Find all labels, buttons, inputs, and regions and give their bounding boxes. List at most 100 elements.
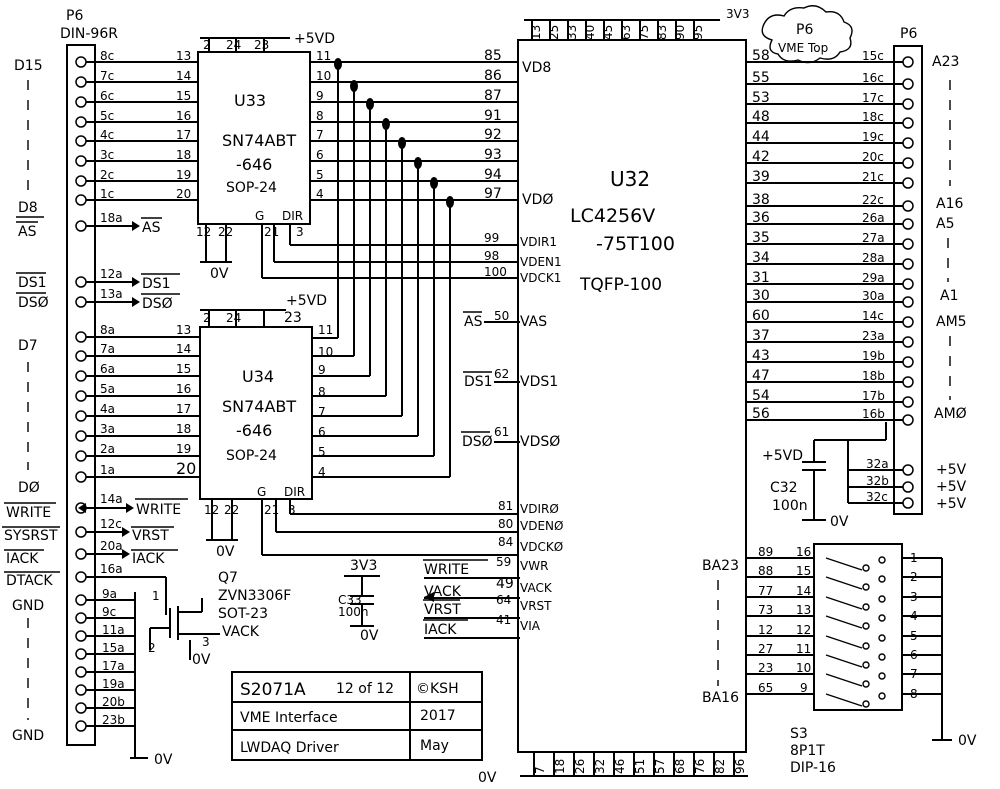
label-gnd-bottom: GND (12, 728, 44, 744)
svg-text:+5VD: +5VD (762, 448, 803, 464)
u32-bottom-pin-number: 26 (573, 759, 587, 774)
svg-text:3V3: 3V3 (726, 7, 749, 21)
svg-text:6c: 6c (100, 89, 114, 103)
svg-text:35: 35 (752, 230, 770, 246)
svg-text:S3: S3 (790, 726, 808, 742)
svg-text:VDEN1: VDEN1 (520, 255, 562, 269)
svg-text:1a: 1a (100, 463, 115, 477)
svg-text:11: 11 (796, 642, 811, 656)
svg-text:77: 77 (758, 584, 773, 598)
svg-text:42: 42 (752, 149, 770, 165)
svg-text:73: 73 (758, 603, 773, 617)
svg-text:7: 7 (316, 128, 324, 142)
p6-right-ref: P6 (900, 26, 917, 42)
svg-text:14: 14 (176, 342, 191, 356)
svg-text:16: 16 (176, 382, 191, 396)
svg-text:SN74ABT: SN74ABT (222, 131, 296, 150)
svg-text:44: 44 (752, 129, 770, 145)
svg-text:22: 22 (218, 225, 233, 239)
svg-text:17b: 17b (862, 389, 885, 403)
u32-ref: U32 (610, 167, 650, 191)
svg-text:BA16: BA16 (702, 690, 739, 706)
svg-text:54: 54 (752, 388, 770, 404)
u32-top-pin-number: 83 (655, 25, 669, 40)
svg-text:2: 2 (910, 570, 918, 584)
svg-text:10: 10 (796, 661, 811, 675)
label-sysrst: SYSRST (4, 528, 58, 544)
title-author: ©KSH (416, 681, 459, 697)
s3-dip-switch: BA23 BA16 0V S3 8P1T DIP-16 (702, 543, 977, 776)
svg-text:36: 36 (752, 210, 770, 226)
svg-text:DIR: DIR (284, 485, 305, 499)
u32-top-pin-number: 45 (601, 25, 615, 40)
title-sheet: 12 of 12 (336, 681, 394, 697)
u32-bottom-pin-number: 46 (613, 759, 627, 774)
svg-text:1: 1 (910, 551, 918, 565)
gnd-pins: 0V 9a 9c 11a 15a 17a 19a 20b 23b (86, 587, 173, 768)
svg-text:4: 4 (316, 187, 324, 201)
svg-text:9: 9 (316, 89, 324, 103)
svg-text:100n: 100n (772, 498, 808, 514)
svg-text:97: 97 (484, 186, 502, 202)
svg-text:62: 62 (494, 367, 509, 381)
svg-text:13: 13 (176, 323, 191, 337)
svg-text:8: 8 (316, 109, 324, 123)
svg-text:18c: 18c (862, 110, 884, 124)
svg-text:80: 80 (498, 517, 513, 531)
svg-text:6: 6 (316, 148, 324, 162)
svg-text:VDSØ: VDSØ (520, 434, 560, 450)
svg-text:7: 7 (910, 667, 918, 681)
svg-text:VACK: VACK (424, 584, 462, 600)
u32-bottom-pin-number: 96 (733, 759, 747, 774)
svg-text:34: 34 (752, 250, 770, 266)
s3-switch-contact (862, 700, 870, 708)
p6-left-ref: P6 (66, 8, 83, 24)
p6-right-pin-circles (902, 56, 914, 509)
svg-text:3: 3 (910, 590, 918, 604)
u32-bottom-pin-number: 18 (553, 759, 567, 774)
svg-text:56: 56 (752, 406, 770, 422)
svg-text:VIA: VIA (520, 619, 541, 633)
svg-text:1: 1 (152, 589, 160, 603)
svg-text:VACK: VACK (222, 624, 260, 640)
svg-text:VRST: VRST (520, 599, 552, 613)
svg-text:A5: A5 (936, 216, 954, 232)
svg-text:53: 53 (752, 90, 770, 106)
svg-text:BA23: BA23 (702, 558, 739, 574)
svg-text:32c: 32c (866, 490, 888, 504)
s3-switch-lever (825, 654, 863, 668)
svg-text:30: 30 (752, 288, 770, 304)
s3-switch-contact (878, 556, 886, 564)
svg-text:+5VD: +5VD (286, 293, 327, 309)
data-bus-wires (261, 58, 520, 556)
svg-text:20b: 20b (102, 695, 125, 709)
svg-text:12: 12 (196, 225, 211, 239)
svg-text:3V3: 3V3 (350, 558, 377, 574)
title-project: LWDAQ Driver (240, 740, 339, 756)
svg-text:12c: 12c (100, 517, 122, 531)
svg-text:VDENØ: VDENØ (520, 519, 563, 533)
u32-bottom-pin-number: 7 (533, 766, 547, 774)
svg-text:DIR: DIR (282, 209, 303, 223)
svg-text:43: 43 (752, 348, 770, 364)
svg-text:VDIRØ: VDIRØ (520, 502, 559, 516)
strobe-wires: 18a AS 12a DS1 13a DSØ (86, 211, 180, 312)
svg-text:23: 23 (254, 38, 269, 52)
svg-text:WRITE: WRITE (136, 502, 181, 518)
svg-text:16a: 16a (100, 562, 123, 576)
svg-text:84: 84 (498, 535, 513, 549)
svg-text:1c: 1c (100, 187, 114, 201)
u32-top-pin-number: 33 (565, 25, 579, 40)
svg-text:C32: C32 (770, 480, 798, 496)
svg-text:-75T100: -75T100 (596, 233, 675, 255)
svg-text:VWR: VWR (520, 559, 548, 573)
svg-text:VRST: VRST (424, 602, 461, 618)
svg-text:SOP-24: SOP-24 (226, 448, 277, 464)
svg-text:9: 9 (318, 363, 326, 377)
svg-text:22c: 22c (862, 193, 884, 207)
svg-text:65: 65 (758, 681, 773, 695)
p6-left-pin-circles (75, 56, 87, 732)
svg-text:VDS1: VDS1 (520, 374, 558, 390)
svg-text:C33: C33 (338, 593, 362, 607)
svg-text:8P1T: 8P1T (790, 743, 825, 759)
